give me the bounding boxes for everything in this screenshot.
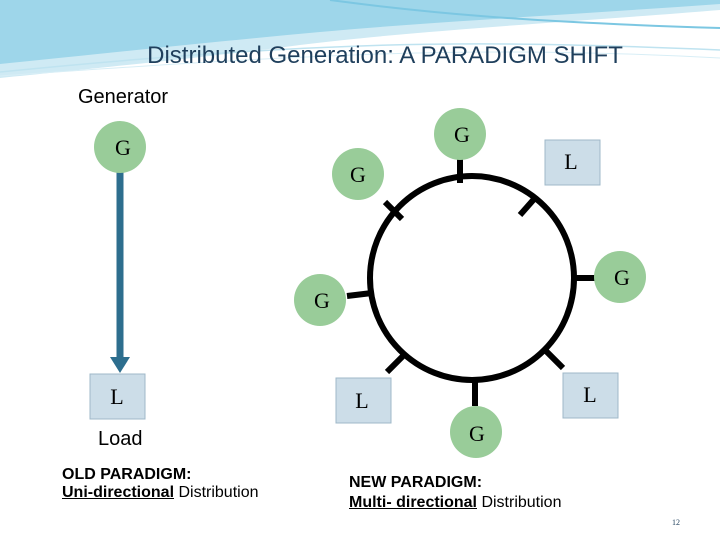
old-paradigm-emphasis: Uni-directional: [62, 484, 175, 501]
svg-text:G: G: [469, 421, 485, 446]
ring-load-upper-right: L: [544, 139, 601, 186]
old-load-node: L: [89, 373, 146, 420]
old-generator-node: G: [94, 121, 146, 173]
svg-text:G: G: [454, 122, 470, 147]
new-paradigm-rest: Distribution: [477, 494, 562, 511]
svg-text:G: G: [314, 288, 330, 313]
ring-generator-upper-left: G: [332, 148, 384, 200]
new-paradigm-caption: NEW PARADIGM: Multi- directional Distrib…: [349, 474, 561, 512]
svg-text:G: G: [350, 162, 366, 187]
slide-title: Distributed Generation: A PARADIGM SHIFT: [147, 42, 623, 69]
old-load-label: L: [110, 384, 123, 409]
old-paradigm-caption: OLD PARADIGM: Uni-directional Distributi…: [62, 466, 259, 502]
ring-generator-left: G: [294, 274, 346, 326]
old-paradigm-description: Uni-directional Distribution: [62, 484, 259, 502]
ring-generator-top: G: [434, 108, 486, 160]
new-paradigm-heading: NEW PARADIGM:: [349, 474, 483, 491]
ring-load-lower-left: L: [335, 377, 392, 424]
page-number: 12: [672, 518, 680, 527]
svg-text:L: L: [583, 382, 596, 407]
svg-text:G: G: [614, 265, 630, 290]
ring-generator-bottom: G: [450, 406, 502, 458]
old-paradigm-rest: Distribution: [174, 484, 259, 501]
svg-text:L: L: [355, 388, 368, 413]
new-paradigm-emphasis: Multi- directional: [349, 494, 477, 511]
ring-generator-right: G: [594, 251, 646, 303]
old-paradigm-heading: OLD PARADIGM:: [62, 466, 192, 483]
load-label: Load: [98, 428, 143, 450]
header-wave-decoration: [0, 0, 720, 78]
old-generator-label: G: [115, 135, 131, 160]
new-paradigm-description: Multi- directional Distribution: [349, 494, 561, 512]
distribution-ring: [367, 173, 577, 383]
ring-spokes: [346, 158, 597, 406]
uni-directional-arrowhead: [110, 357, 130, 373]
generator-label: Generator: [78, 86, 169, 108]
ring-load-lower-right: L: [562, 372, 619, 419]
svg-text:L: L: [564, 149, 577, 174]
